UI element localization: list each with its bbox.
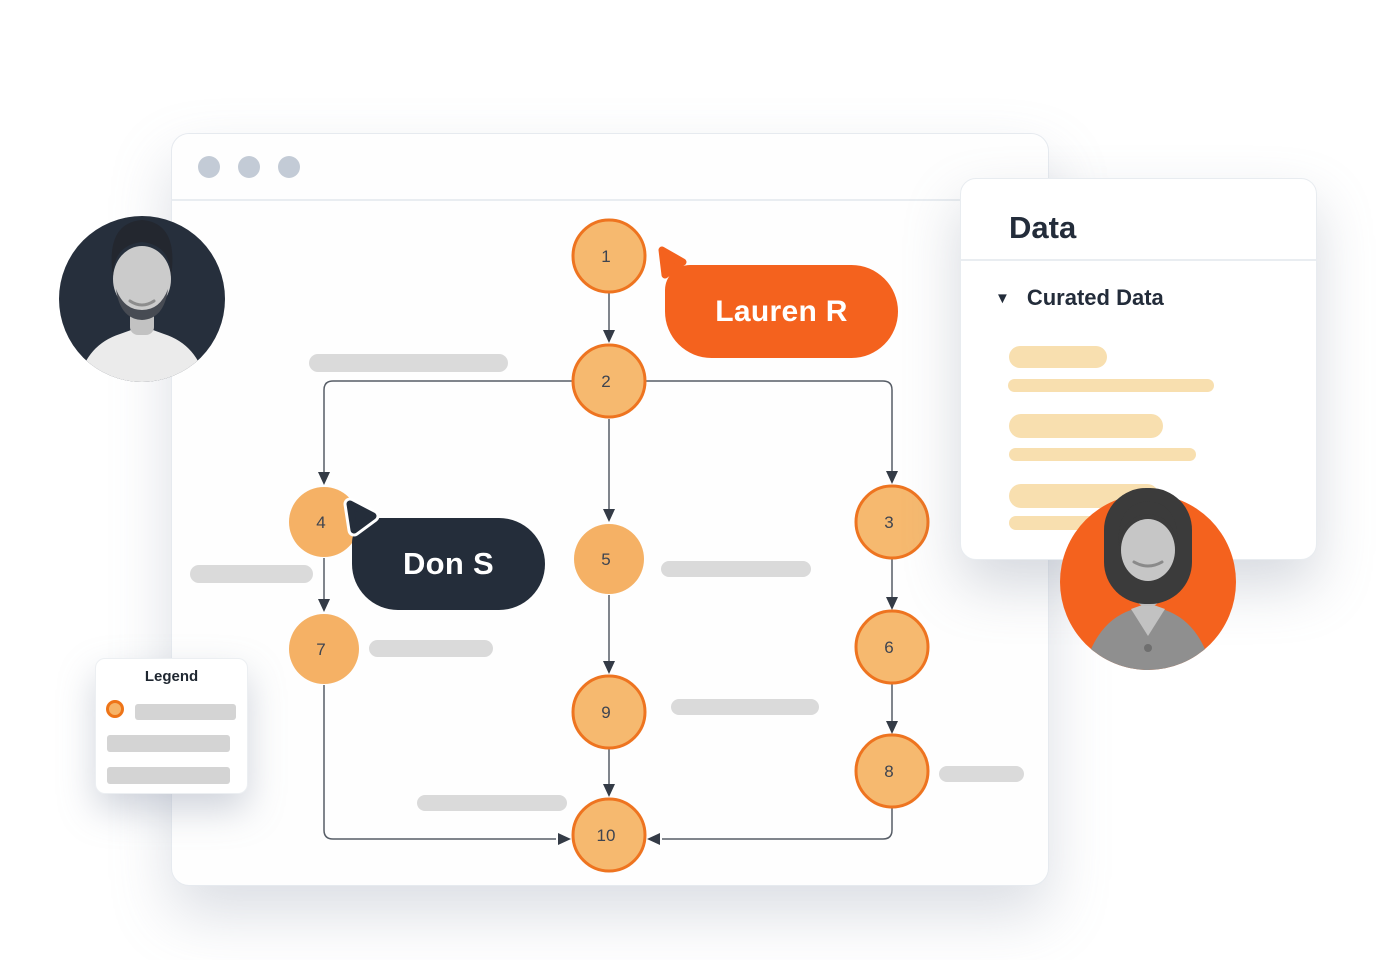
user-avatar-woman <box>1060 488 1236 670</box>
legend-title: Legend <box>144 668 199 685</box>
panel-skeleton-bar <box>1009 346 1107 368</box>
flow-node-1[interactable]: 1 <box>571 218 647 294</box>
window-control-dot-3[interactable] <box>278 155 300 178</box>
collaborator-name: Lauren R <box>715 294 848 328</box>
panel-skeleton-bar <box>1009 414 1163 438</box>
flow-node-3[interactable]: 3 <box>854 484 930 560</box>
legend-skeleton-bar <box>135 704 236 720</box>
svg-text:3: 3 <box>884 513 893 532</box>
cursor-label-don: Don S <box>352 518 545 610</box>
svg-text:9: 9 <box>601 703 610 722</box>
cursor-pointer-icon-lauren <box>658 246 687 279</box>
collaborator-name: Don S <box>402 546 495 581</box>
legend-skeleton-bar <box>107 767 230 784</box>
svg-text:4: 4 <box>316 513 325 532</box>
cursor-pointer-icon-don <box>343 497 380 537</box>
browser-window: 1 2 3 4 5 <box>171 133 1049 886</box>
flow-node-9[interactable]: 9 <box>571 674 647 750</box>
legend-node-swatch <box>106 700 124 718</box>
legend-card: Legend <box>95 658 248 794</box>
svg-text:2: 2 <box>601 372 610 391</box>
window-control-dot-1[interactable] <box>198 155 220 178</box>
cursor-label-lauren: Lauren R <box>665 265 898 358</box>
panel-skeleton-bar <box>1009 448 1196 461</box>
curated-data-section[interactable]: ▼ Curated Data <box>961 285 1316 311</box>
svg-text:8: 8 <box>884 762 893 781</box>
svg-text:6: 6 <box>884 638 893 657</box>
curated-data-label: Curated Data <box>1026 285 1164 310</box>
flow-node-6[interactable]: 6 <box>854 609 930 685</box>
flowchart-edges <box>323 293 893 840</box>
window-control-dot-2[interactable] <box>238 155 260 178</box>
data-panel-header: Data <box>961 179 1316 261</box>
data-panel: Data ▼ Curated Data <box>960 178 1317 560</box>
flow-node-7[interactable]: 7 <box>289 614 359 684</box>
svg-text:5: 5 <box>601 550 610 569</box>
user-avatar-man <box>59 216 225 382</box>
svg-text:7: 7 <box>316 640 325 659</box>
flowchart-arrowheads <box>318 330 898 845</box>
flow-node-4[interactable]: 4 <box>289 487 359 557</box>
data-panel-title: Data <box>1009 210 1077 245</box>
flow-node-10[interactable]: 10 <box>571 797 647 873</box>
flow-node-8[interactable]: 8 <box>854 733 930 809</box>
flowchart-canvas[interactable]: 1 2 3 4 5 <box>172 201 1050 887</box>
collapse-arrow-icon[interactable]: ▼ <box>995 289 1010 307</box>
legend-skeleton-bar <box>107 735 230 752</box>
svg-text:1: 1 <box>601 247 610 266</box>
flow-node-5[interactable]: 5 <box>574 524 644 594</box>
window-topbar <box>172 134 1048 201</box>
panel-skeleton-bar <box>1008 379 1214 392</box>
svg-text:10: 10 <box>597 826 616 845</box>
flow-node-2[interactable]: 2 <box>571 343 647 419</box>
canvas-skeleton-bars <box>190 354 1024 811</box>
